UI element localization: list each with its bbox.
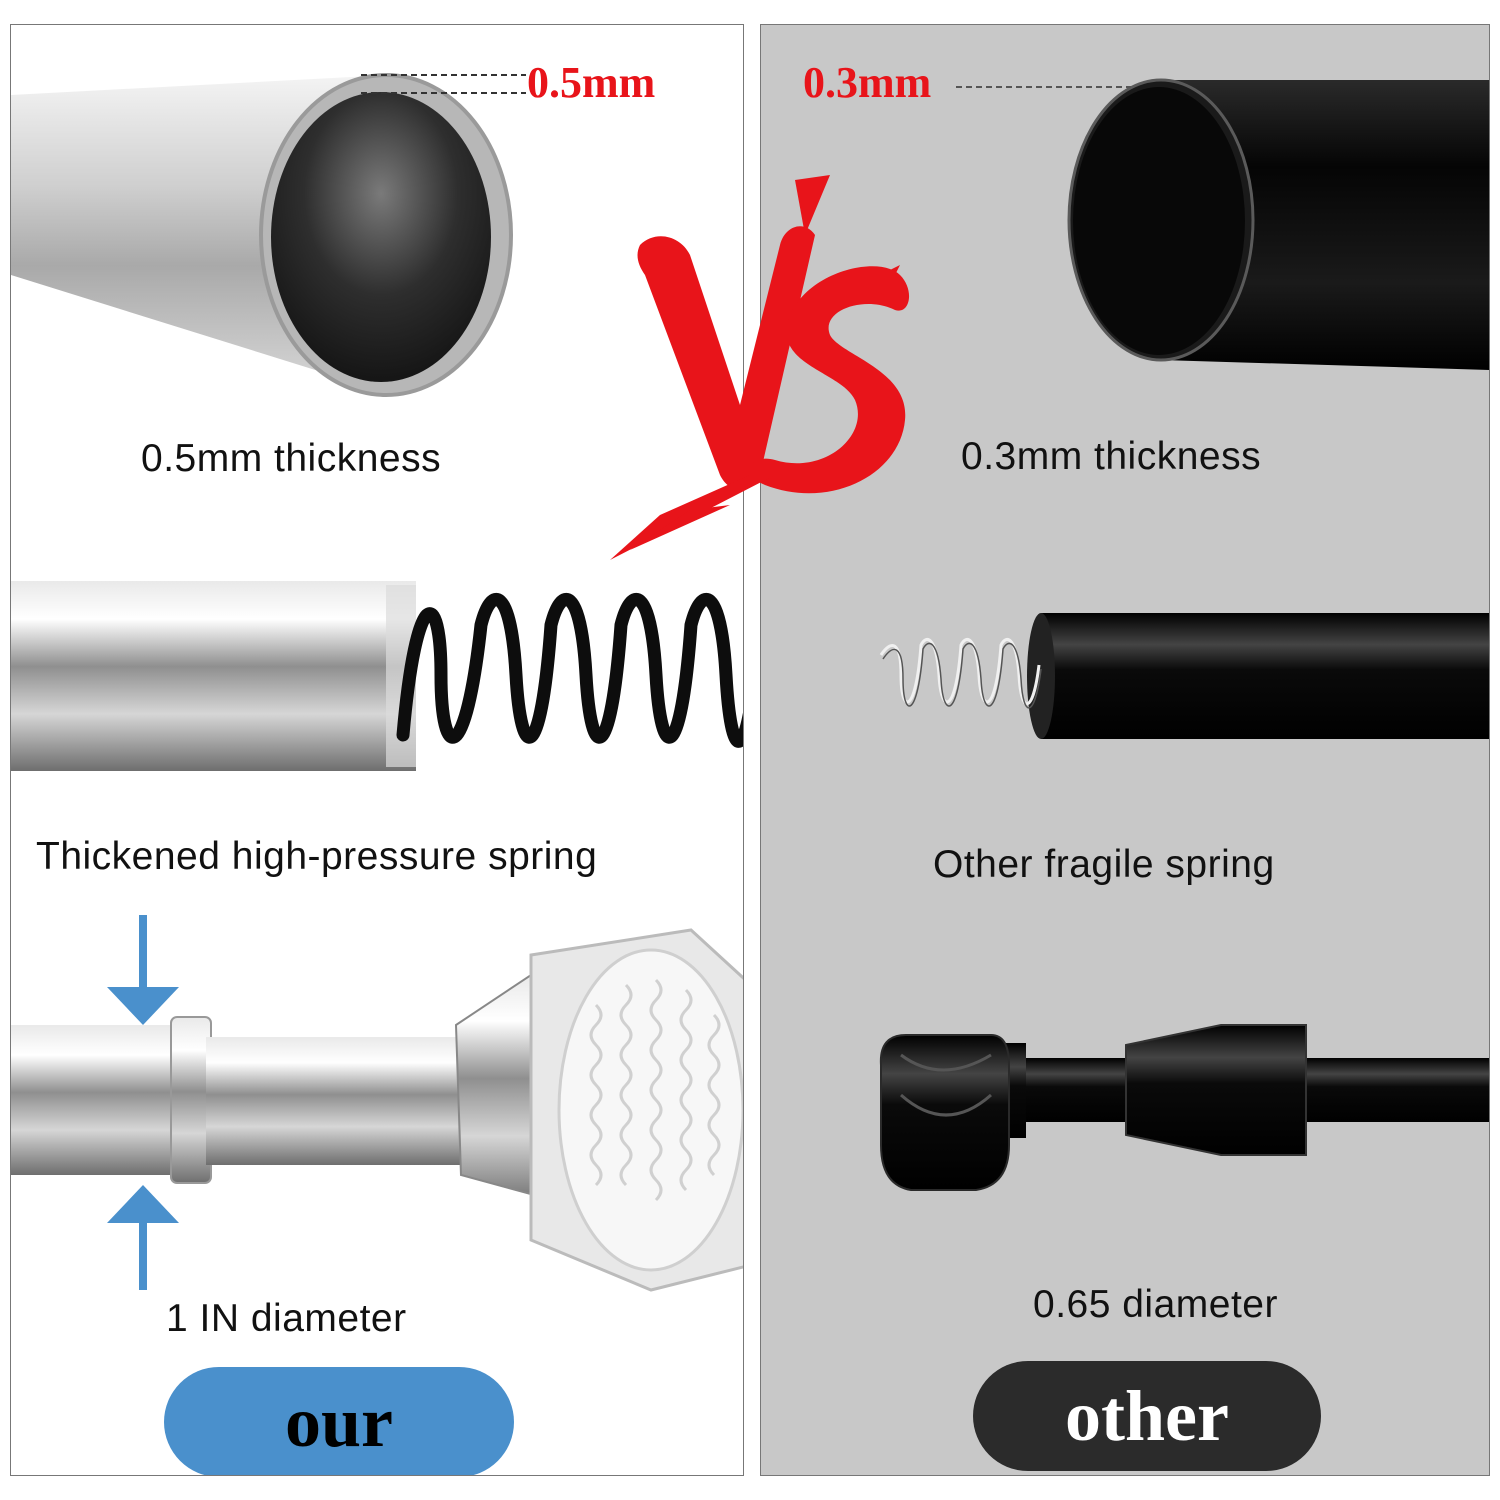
thin-spring-icon bbox=[879, 638, 1041, 706]
blue-arrow-up-icon bbox=[107, 1185, 179, 1290]
black-rod-icon bbox=[1027, 613, 1489, 739]
our-thickness-caption: 0.5mm thickness bbox=[141, 437, 442, 480]
other-product-illustrations bbox=[879, 78, 1489, 1191]
other-thickness-label: 0.3mm bbox=[803, 58, 932, 107]
other-product-panel: 0.3mm 0.3mm thickness Other fragile spri… bbox=[760, 24, 1490, 1476]
thick-spring-icon bbox=[396, 593, 743, 748]
our-thickness-label: 0.5mm bbox=[527, 58, 656, 107]
other-thickness-caption: 0.3mm thickness bbox=[961, 435, 1262, 478]
our-spring-caption: Thickened high-pressure spring bbox=[36, 835, 598, 878]
other-badge: other bbox=[973, 1361, 1321, 1471]
vs-text: VS bbox=[600, 175, 602, 176]
our-badge: our bbox=[164, 1367, 514, 1475]
thickness-dash-lines bbox=[361, 74, 526, 94]
our-product-panel: 0.5mm 0.5mm thickness Thickened high-pre… bbox=[10, 24, 744, 1476]
black-pipe-icon bbox=[1067, 78, 1489, 370]
vs-brush-logo: VS bbox=[600, 175, 910, 560]
silver-pipe-icon bbox=[11, 73, 513, 397]
our-diameter-caption: 1 IN diameter bbox=[166, 1297, 407, 1340]
black-tension-rod-icon bbox=[879, 1024, 1489, 1191]
our-product-illustrations bbox=[11, 73, 743, 1292]
tension-rod-end-cap-icon bbox=[11, 928, 743, 1292]
other-spring-caption: Other fragile spring bbox=[933, 843, 1275, 886]
chrome-rod-icon bbox=[11, 581, 416, 771]
blue-arrow-down-icon bbox=[107, 915, 179, 1025]
other-diameter-caption: 0.65 diameter bbox=[1033, 1283, 1278, 1326]
